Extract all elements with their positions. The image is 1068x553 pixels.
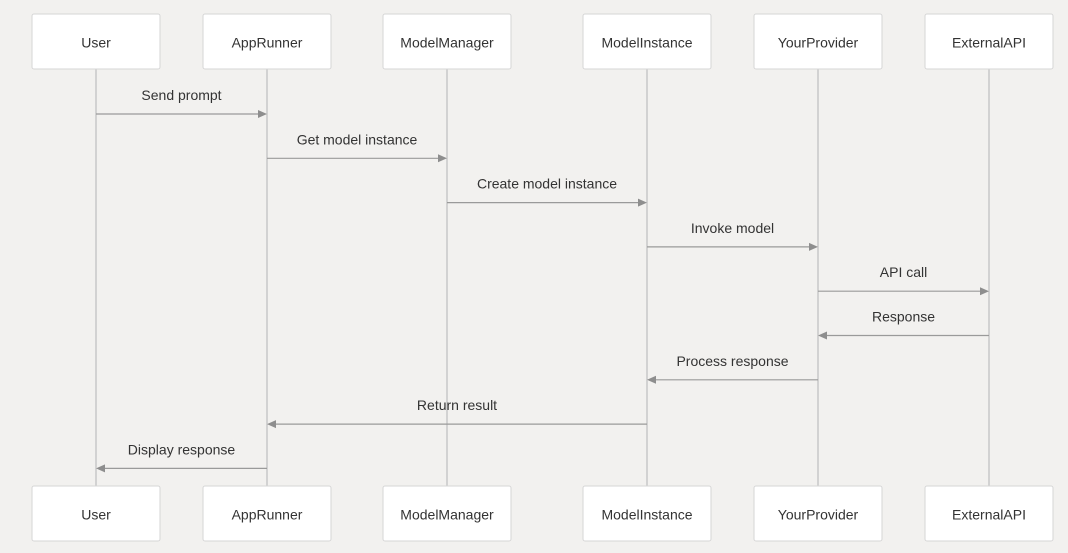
participant-label: ExternalAPI (952, 507, 1026, 523)
participant-externalapi-top: ExternalAPI (924, 13, 1054, 70)
participant-label: AppRunner (232, 507, 303, 523)
participant-yourprovider-bottom: YourProvider (753, 485, 883, 542)
arrowhead-icon (638, 198, 647, 207)
message-label: Display response (128, 441, 236, 457)
message-label: Invoke model (691, 220, 774, 236)
participant-label: ModelInstance (601, 35, 692, 51)
message-4: Invoke model (647, 220, 818, 251)
message-2: Get model instance (267, 131, 447, 163)
participant-user-bottom: User (31, 485, 161, 542)
participant-label: AppRunner (232, 35, 303, 51)
participant-box (382, 13, 512, 70)
message-label: Process response (676, 353, 788, 369)
arrowhead-icon (258, 110, 267, 118)
arrowhead-icon (96, 464, 105, 473)
participant-box (382, 485, 512, 542)
participant-yourprovider-top: YourProvider (753, 13, 883, 70)
message-label: Get model instance (297, 131, 418, 147)
arrowhead-icon (647, 375, 656, 384)
participant-box (753, 485, 883, 542)
message-1: Send prompt (96, 87, 267, 118)
message-9: Display response (96, 441, 267, 473)
participant-apprunner-top: AppRunner (202, 13, 332, 70)
message-label: Return result (417, 397, 497, 413)
participant-label: YourProvider (778, 35, 859, 51)
message-7: Process response (647, 353, 818, 384)
participant-box (202, 13, 332, 70)
participant-box (582, 485, 712, 542)
participant-modelinstance-bottom: ModelInstance (582, 485, 712, 542)
participant-apprunner-bottom: AppRunner (202, 485, 332, 542)
message-label: Create model instance (477, 176, 617, 192)
participant-box (753, 13, 883, 70)
participant-label: ModelInstance (601, 507, 692, 523)
participant-externalapi-bottom: ExternalAPI (924, 485, 1054, 542)
message-3: Create model instance (447, 176, 647, 207)
arrowhead-icon (267, 420, 276, 429)
participant-modelmanager-bottom: ModelManager (382, 485, 512, 542)
participant-box (924, 485, 1054, 542)
participant-label: User (81, 35, 111, 51)
participant-box (31, 13, 161, 70)
message-label: Send prompt (141, 87, 221, 103)
participant-user-top: User (31, 13, 161, 70)
participant-label: YourProvider (778, 507, 859, 523)
participant-box (924, 13, 1054, 70)
participant-box (582, 13, 712, 70)
participant-box (202, 485, 332, 542)
participant-label: User (81, 507, 111, 523)
arrowhead-icon (818, 331, 827, 340)
arrowhead-icon (809, 242, 818, 251)
participant-label: ModelManager (400, 35, 494, 51)
participant-modelinstance-top: ModelInstance (582, 13, 712, 70)
participant-box (31, 485, 161, 542)
participant-label: ModelManager (400, 507, 494, 523)
message-label: Response (872, 309, 935, 325)
arrowhead-icon (438, 154, 447, 163)
message-label: API call (880, 264, 927, 280)
arrowhead-icon (980, 287, 989, 296)
message-6: Response (818, 309, 989, 340)
participant-label: ExternalAPI (952, 35, 1026, 51)
message-5: API call (818, 264, 989, 296)
participant-modelmanager-top: ModelManager (382, 13, 512, 70)
message-8: Return result (267, 397, 647, 429)
